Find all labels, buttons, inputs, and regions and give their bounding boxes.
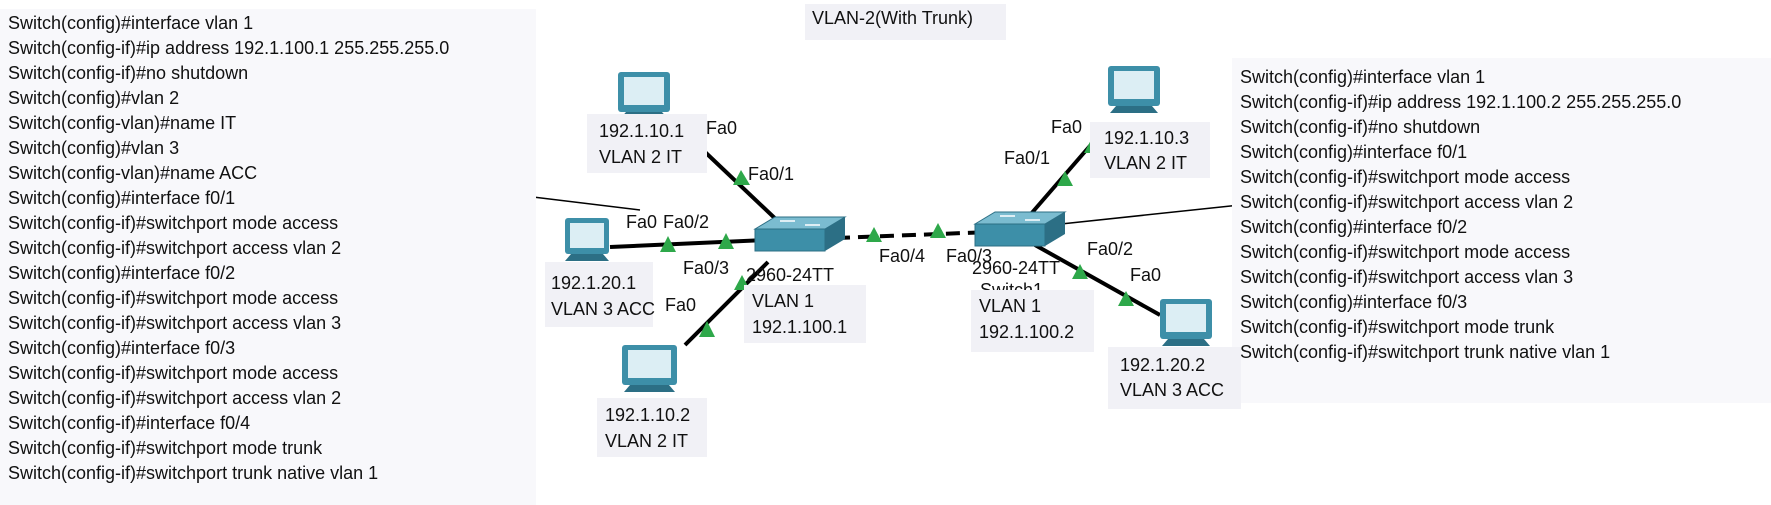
cli-line: Switch(config-if)#switchport mode access <box>1240 242 1571 262</box>
port-up-icon <box>733 170 750 185</box>
port-up-icon <box>930 223 946 238</box>
right-config-panel: Switch(config)#interface vlan 1 Switch(c… <box>1232 58 1771 403</box>
switch-icon <box>753 216 847 252</box>
cli-line: Switch(config)#interface f0/2 <box>8 263 236 283</box>
pc3-ip: 192.1.10.2 <box>605 405 691 425</box>
cli-line: Switch(config)#interface f0/2 <box>1240 217 1468 237</box>
cli-line: Switch(config)#interface f0/3 <box>8 338 236 358</box>
switch-label-box <box>971 290 1094 352</box>
cli-line: Switch(config-if)#switchport mode access <box>8 363 339 383</box>
cli-line: Switch(config)#vlan 3 <box>8 138 180 158</box>
pc-icon <box>618 72 670 119</box>
cli-line: Switch(config)#interface f0/1 <box>8 188 236 208</box>
switch-label-box <box>744 285 866 343</box>
pc-label-box <box>587 114 707 173</box>
pc-label-box <box>545 262 653 327</box>
port-up-icon <box>1118 291 1134 306</box>
pc3-port: Fa0 <box>665 295 697 315</box>
pc1-vlan: VLAN 2 IT <box>599 147 683 167</box>
pc5-vlan: VLAN 3 ACC <box>1120 380 1225 400</box>
pc4-port: Fa0 <box>1051 117 1083 137</box>
switch0-model: 2960-24TT <box>746 265 835 285</box>
switch0-port-label: Fa0/1 <box>748 164 795 184</box>
cli-line: Switch(config)#vlan 2 <box>8 88 180 108</box>
cli-line: Switch(config-if)#ip address 192.1.100.2… <box>1240 92 1682 112</box>
pc1-ip: 192.1.10.1 <box>599 121 685 141</box>
port-up-icon <box>1057 171 1073 186</box>
pc5-port: Fa0 <box>1130 265 1162 285</box>
switch1-port-label: Fa0/3 <box>946 246 993 266</box>
pc3-vlan: VLAN 2 IT <box>605 431 689 451</box>
port-up-icon <box>718 233 734 249</box>
title-box <box>805 4 1006 40</box>
pc-label-box <box>597 398 707 457</box>
cli-line: Switch(config-if)#switchport mode access <box>8 213 339 233</box>
cli-line: Switch(config-if)#switchport mode access <box>1240 167 1571 187</box>
pc-icon <box>1108 66 1160 113</box>
switch0-port-label: Fa0/2 <box>663 212 710 232</box>
switch1-vlan: VLAN 1 <box>979 296 1042 316</box>
link-pc2-switch0 <box>609 238 766 249</box>
port-up-icon <box>866 227 882 242</box>
pc-label-box <box>1090 122 1210 178</box>
switch1-port-label: Fa0/2 <box>1087 239 1134 259</box>
pc-icon <box>622 345 677 392</box>
annotation-line-left <box>532 196 641 211</box>
cli-line: Switch(config-if)#switchport access vlan… <box>8 238 342 258</box>
cli-line: Switch(config)#interface vlan 1 <box>1240 67 1486 87</box>
link-pc5-switch1 <box>1034 243 1161 317</box>
diagram-title: VLAN-2(With Trunk) <box>812 8 974 28</box>
pc2-vlan: VLAN 3 ACC <box>551 299 656 319</box>
cli-line: Switch(config-if)#switchport mode trunk <box>1240 317 1555 337</box>
switch1-ip: 192.1.100.2 <box>979 322 1075 342</box>
switch1-model: 2960-24TT <box>972 258 1061 278</box>
cli-line: Switch(config-if)#switchport access vlan… <box>1240 192 1574 212</box>
annotation-line-right <box>1060 204 1241 225</box>
port-up-icon <box>699 321 715 337</box>
cli-line: Switch(config)#interface f0/1 <box>1240 142 1468 162</box>
pc-icon <box>1160 299 1212 346</box>
cli-line: Switch(config-if)#no shutdown <box>8 63 249 83</box>
cli-line: Switch(config-vlan)#name ACC <box>8 163 258 183</box>
cli-line: Switch(config-if)#switchport mode access <box>8 288 339 308</box>
pc-icon <box>565 218 609 261</box>
port-up-icon <box>660 236 676 252</box>
switch0-port-label: Fa0/4 <box>879 246 926 266</box>
pc4-ip: 192.1.10.3 <box>1104 128 1190 148</box>
switch0-vlan: VLAN 1 <box>752 291 815 311</box>
cli-line: Switch(config-if)#switchport access vlan… <box>8 313 342 333</box>
pc2-ip: 192.1.20.1 <box>551 273 637 293</box>
switch0-ip: 192.1.100.1 <box>752 317 848 337</box>
cli-line: Switch(config-if)#switchport access vlan… <box>1240 267 1574 287</box>
cli-line: Switch(config)#interface f0/3 <box>1240 292 1468 312</box>
link-pc3-switch0 <box>683 260 770 347</box>
cli-line: Switch(config-if)#switchport trunk nativ… <box>8 463 379 483</box>
cli-line: Switch(config)#interface vlan 1 <box>8 13 254 33</box>
left-config-panel: Switch(config)#interface vlan 1 Switch(c… <box>0 9 536 505</box>
switch0-port-label: Fa0/3 <box>683 258 730 278</box>
pc5-ip: 192.1.20.2 <box>1120 355 1206 375</box>
link-pc1-switch0 <box>703 150 784 227</box>
pc2-port: Fa0 <box>626 212 658 232</box>
pc1-port: Fa0 <box>706 118 738 138</box>
pc4-vlan: VLAN 2 IT <box>1104 153 1188 173</box>
cli-line: Switch(config-vlan)#name IT <box>8 113 237 133</box>
cli-line: Switch(config-if)#ip address 192.1.100.1… <box>8 38 450 58</box>
cli-line: Switch(config-if)#interface f0/4 <box>8 413 251 433</box>
switch1-port-label: Fa0/1 <box>1004 148 1051 168</box>
cli-line: Switch(config-if)#switchport access vlan… <box>8 388 342 408</box>
cli-line: Switch(config-if)#no shutdown <box>1240 117 1481 137</box>
pc-label-box <box>1108 347 1241 409</box>
cli-line: Switch(config-if)#switchport mode trunk <box>8 438 323 458</box>
port-up-icon <box>1072 264 1088 279</box>
link-trunk <box>835 230 991 240</box>
cli-line: Switch(config-if)#switchport trunk nativ… <box>1240 342 1611 362</box>
switch-icon <box>973 211 1067 247</box>
